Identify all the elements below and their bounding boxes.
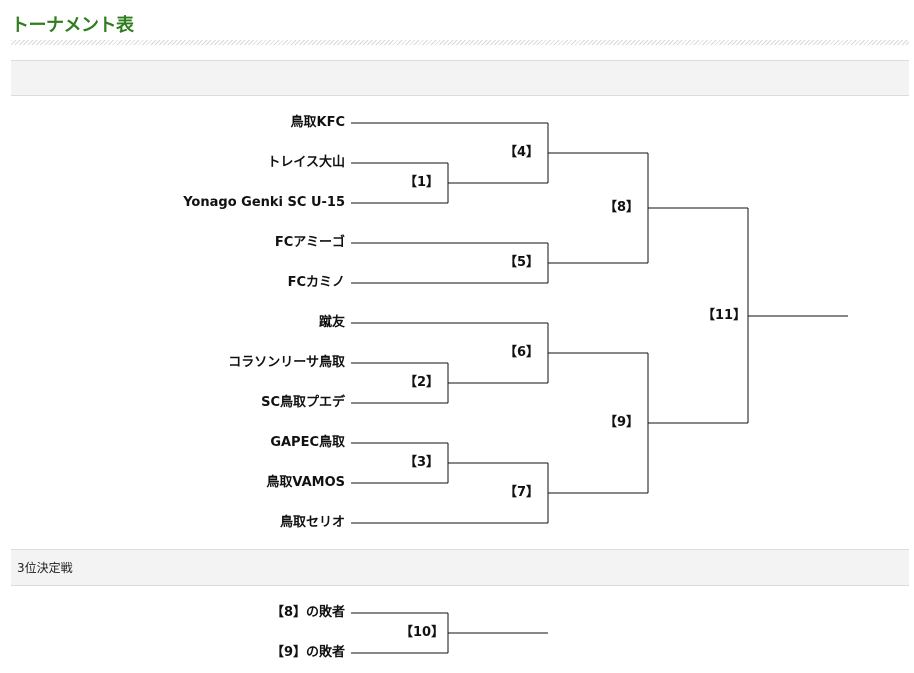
match-label-5: 【5】 — [504, 255, 540, 270]
team-label: 鳥取KFC — [290, 115, 346, 130]
team-label: 鳥取VAMOS — [266, 475, 345, 490]
team-label: FCカミノ — [287, 275, 345, 290]
team-label: GAPEC鳥取 — [270, 435, 345, 450]
team-label: 鳥取セリオ — [279, 515, 345, 530]
team-label: FCアミーゴ — [274, 235, 345, 250]
third-place-entry: 【9】の敗者 — [270, 645, 345, 660]
match-label-8: 【8】 — [604, 200, 640, 215]
match-label-2: 【2】 — [404, 375, 440, 390]
team-label: トレイス大山 — [267, 155, 345, 170]
main-bracket-header — [11, 60, 909, 96]
match-label-9: 【9】 — [604, 415, 640, 430]
match-label-3: 【3】 — [404, 455, 440, 470]
third-place-entry: 【8】の敗者 — [270, 605, 345, 620]
page-title: トーナメント表 — [11, 15, 134, 36]
match-label-10: 【10】 — [400, 625, 445, 640]
match-label-11: 【11】 — [702, 308, 747, 323]
team-label: SC鳥取プエデ — [261, 395, 345, 410]
team-label: Yonago Genki SC U-15 — [183, 195, 345, 210]
team-label: 蹴友 — [318, 315, 345, 330]
match-label-4: 【4】 — [504, 145, 540, 160]
team-label: コラソンリーサ鳥取 — [228, 355, 345, 370]
title-divider — [11, 40, 909, 45]
match-label-6: 【6】 — [504, 345, 540, 360]
match-label-7: 【7】 — [504, 485, 540, 500]
third-place-header: 3位決定戦 — [11, 549, 909, 586]
match-label-1: 【1】 — [404, 175, 440, 190]
